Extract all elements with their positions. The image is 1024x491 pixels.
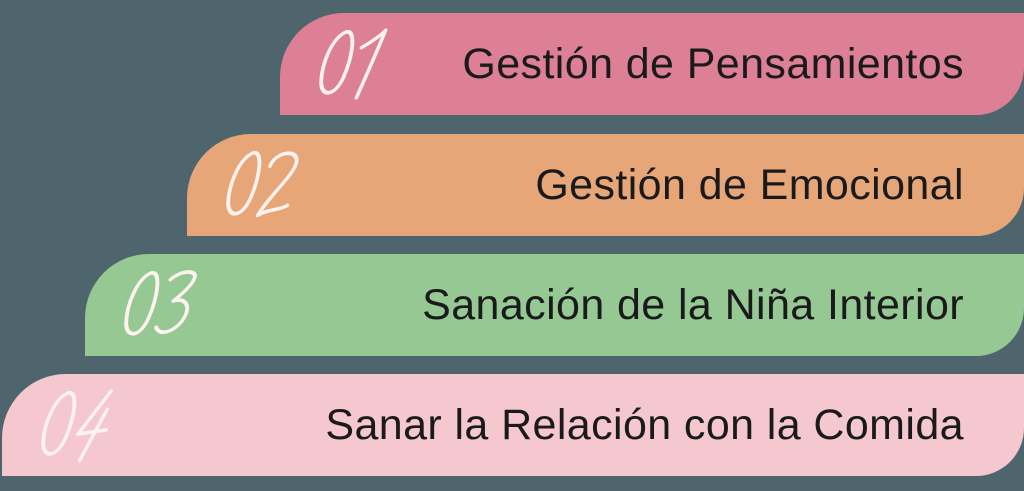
step-bar-02: 02 Gestión de Emocional	[187, 134, 1024, 236]
step-bar-03: 03 Sanación de la Niña Interior	[85, 254, 1024, 356]
handwritten-number-03: 03	[111, 264, 206, 346]
handwritten-number-02: 02	[213, 144, 308, 226]
handwritten-number-01: 01	[306, 23, 401, 105]
step-label: Sanar la Relación con la Comida	[325, 400, 964, 449]
step-bar-01: 01 Gestión de Pensamientos	[280, 13, 1024, 115]
step-label: Sanación de la Niña Interior	[422, 280, 964, 329]
step-label: Gestión de Pensamientos	[462, 39, 964, 88]
step-label: Gestión de Emocional	[535, 160, 964, 209]
step-bar-04: 04 Sanar la Relación con la Comida	[2, 374, 1024, 476]
handwritten-number-04: 04	[28, 384, 123, 466]
